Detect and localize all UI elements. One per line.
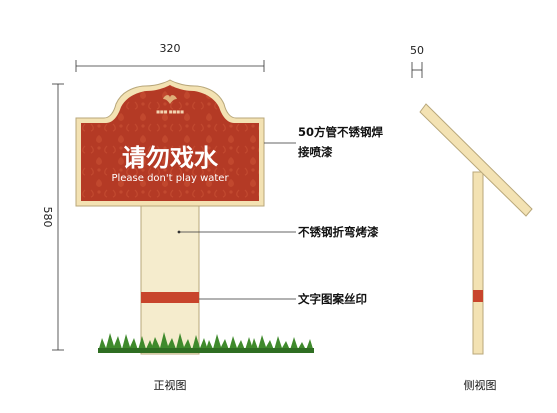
height-dimension: 580 (41, 83, 64, 351)
height-label: 580 (41, 207, 54, 228)
callout-band-text: 文字图案丝印 (298, 292, 367, 306)
callout-frame-line1: 50方管不锈钢焊 (298, 125, 384, 139)
sign-title: 请勿戏水 (122, 144, 219, 172)
side-view (419, 103, 533, 355)
grass (98, 332, 314, 353)
callout-band: 文字图案丝印 (199, 292, 367, 306)
callout-frame-line2: 接喷漆 (298, 145, 333, 159)
callout-frame: 50方管不锈钢焊 接喷漆 (264, 125, 384, 159)
post-band (141, 292, 199, 303)
callout-post: 不锈钢折弯烤漆 (177, 225, 379, 239)
callout-post-text: 不锈钢折弯烤漆 (298, 225, 379, 239)
sign-subtitle: Please don't play water (111, 173, 229, 184)
crown-icon (163, 95, 177, 104)
pipe-label: 50 (410, 44, 424, 57)
brand-logo: ■■■ ■■■■ (156, 95, 184, 114)
pipe-dimension: 50 (410, 44, 424, 78)
front-view-caption: 正视图 (154, 378, 187, 392)
width-dimension: 320 (75, 42, 265, 72)
front-post (140, 205, 200, 355)
sign-panel (81, 85, 259, 201)
side-view-caption: 侧视图 (464, 378, 497, 392)
width-label: 320 (160, 42, 181, 55)
side-band (473, 290, 483, 302)
logo-text: ■■■ ■■■■ (156, 109, 184, 114)
side-panel (419, 103, 533, 217)
